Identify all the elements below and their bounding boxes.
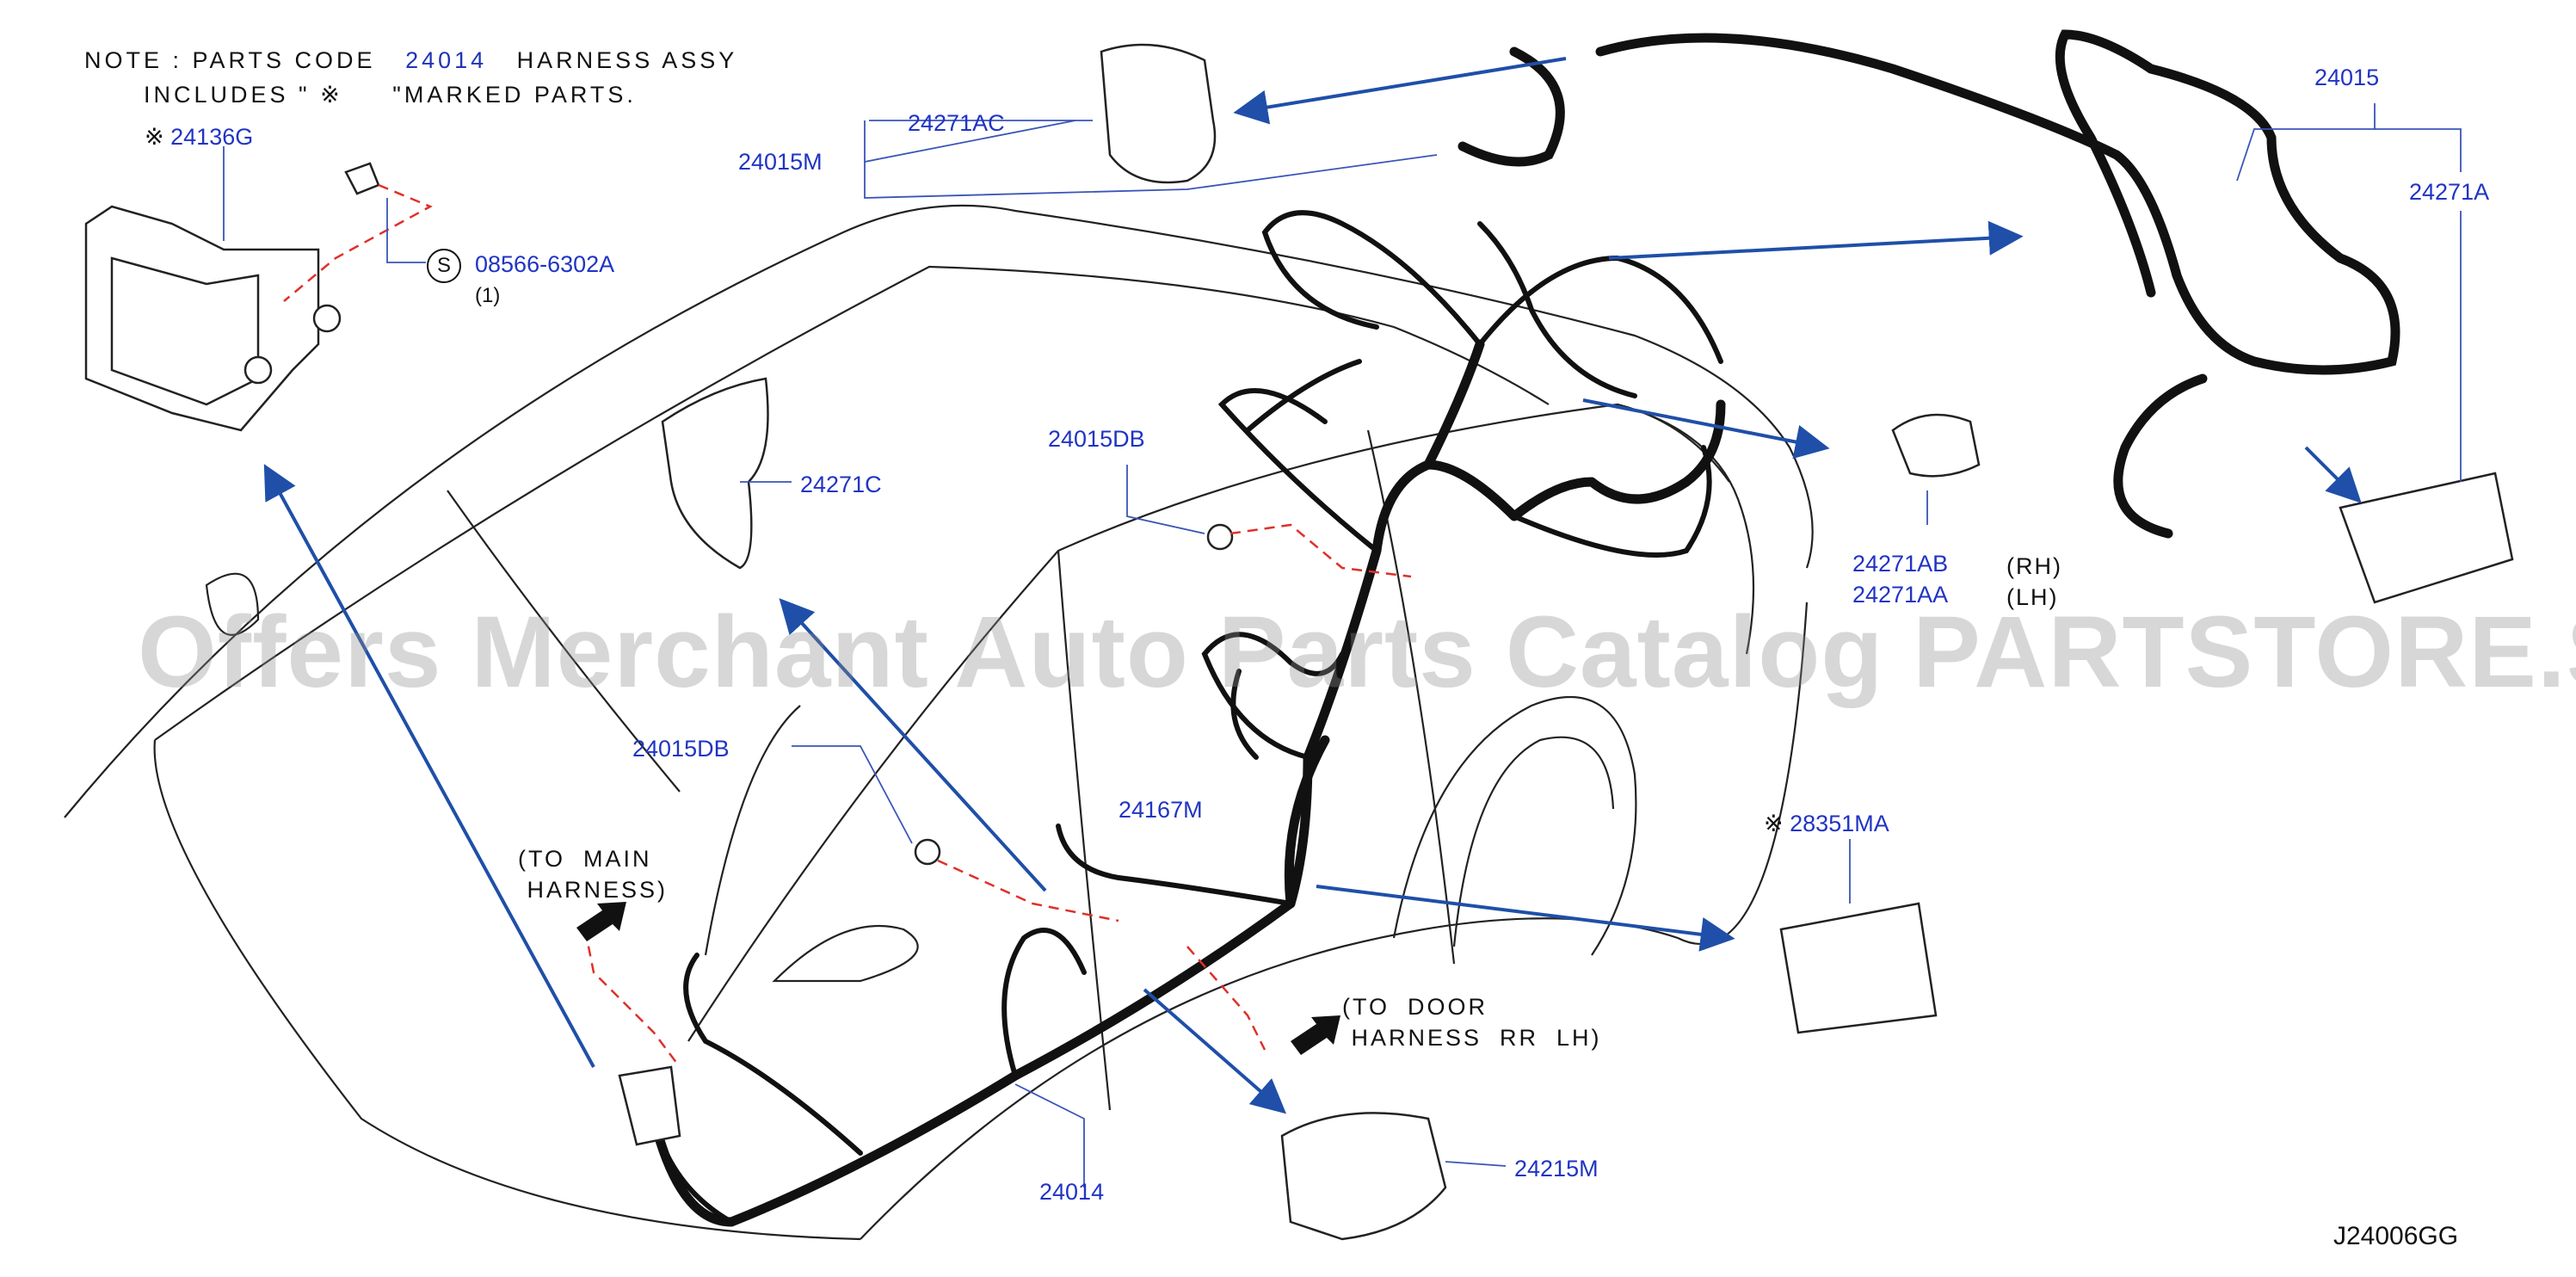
label-24014[interactable]: 24014 [1039,1179,1105,1205]
callout-to-door-harness: (TO DOOR HARNESS RR LH) [1342,991,1602,1053]
callout-line-2: HARNESS) [518,877,669,903]
side-rh: (RH) [2006,553,2062,579]
side-lh: (LH) [2006,584,2059,610]
note-prefix: NOTE : PARTS CODE [84,47,376,73]
dashed-leaders [283,183,1412,1068]
branch-wires [651,210,1723,1225]
label-08566-6302A[interactable]: 08566-6302A [475,251,615,277]
label-text: 28351MA [1790,811,1889,836]
label-24015DB-upper[interactable]: 24015DB [1048,426,1145,452]
label-28351MA[interactable]: ※ 28351MA [1764,811,1889,837]
label-24271C[interactable]: 24271C [800,472,882,497]
car-body-outline [64,204,1814,1241]
label-24271AB[interactable]: 24271AB [1852,551,1949,577]
qty-08566: (1) [475,284,501,307]
label-24015[interactable]: 24015 [2314,65,2380,90]
note-code: 24014 [405,47,488,73]
label-text: 24136G [170,124,254,150]
note-line2: INCLUDES " ※ "MARKED PARTS. [144,82,637,108]
label-24271AA[interactable]: 24271AA [1852,582,1949,608]
label-24136G[interactable]: ※ 24136G [145,124,253,151]
callout-line-2: HARNESS RR LH) [1342,1025,1602,1051]
callout-line-1: (TO DOOR [1342,994,1488,1020]
label-leaders [223,103,2462,1188]
parts-note: NOTE : PARTS CODE 24014 HARNESS ASSY INC… [84,43,737,112]
s-symbol: S [427,249,461,283]
label-24015DB-lower[interactable]: 24015DB [632,736,730,762]
star-mark-icon: ※ [145,124,164,150]
label-24271AC[interactable]: 24271AC [908,110,1005,136]
label-24271A[interactable]: 24271A [2409,179,2490,205]
blue-arrows [263,57,2362,1114]
harness-24015 [1457,29,2400,539]
part-sketches [84,43,2514,1241]
label-24015M[interactable]: 24015M [738,149,823,175]
label-24215M[interactable]: 24215M [1514,1156,1599,1181]
figure-code: J24006GG [2333,1222,2459,1250]
note-suffix: HARNESS ASSY [516,47,738,73]
callout-line-1: (TO MAIN [518,846,652,872]
main-wire-harness [649,339,1726,1227]
callout-to-main-harness: (TO MAIN HARNESS) [518,843,668,905]
harness-pointer-arrows [576,902,1340,1055]
label-24167M[interactable]: 24167M [1119,797,1203,823]
star-mark-icon: ※ [1764,811,1784,836]
